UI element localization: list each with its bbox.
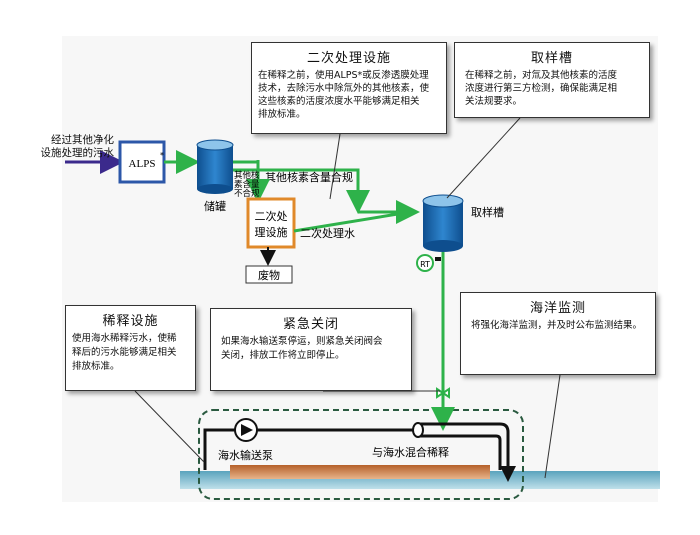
side-label-1: 其他核 (234, 170, 260, 181)
rt-monitor (416, 254, 434, 272)
callout-title: 海洋监测 (529, 301, 586, 316)
callout-line: 关闭，排放工作将立即停止。 (221, 350, 345, 361)
side-label-3: 不合规 (234, 188, 260, 199)
callout-title: 紧急关闭 (282, 317, 339, 332)
waste-label: 废物 (258, 268, 280, 282)
storage-tank-label: 储罐 (204, 199, 226, 213)
callout-line: 关法规要求。 (465, 96, 523, 107)
callout-line: 这些核素的活度浓度水平能够满足相关 (258, 96, 420, 107)
rt-label: RT (420, 260, 430, 269)
callout-line: 如果海水输送泵停运，则紧急关闭阀会 (221, 336, 383, 347)
seawater-intake-pipe (203, 428, 418, 470)
alps-box (118, 140, 166, 184)
callout-line: 排放标准。 (258, 109, 306, 120)
flow-compliant (233, 168, 370, 214)
callout-emergency-shutdown: 紧急关闭 如果海水输送泵停运，则紧急关闭阀会 关闭，排放工作将立即停止。 (210, 308, 412, 391)
callout-line: 在稀释之前，对氚及其他核素的活度 (465, 70, 618, 81)
input-label-line-1: 经过其他净化 (51, 134, 114, 146)
callout-line: 使用海水稀释污水，使稀 (72, 333, 177, 344)
callout-dilution-facility: 稀释设施 使用海水稀释污水，使稀 释后的污水能够满足相关 排放标准。 (65, 305, 196, 391)
input-label-line-2: 设施处理的污水 (40, 147, 115, 159)
seabed (230, 465, 490, 479)
connector-sampling (446, 117, 521, 199)
secondary-unit-label-2: 理设施 (255, 226, 288, 239)
pump-label: 海水输送泵 (218, 448, 273, 462)
callout-line: 技术，去除污水中除氚外的其他核素，使 (258, 83, 430, 94)
callout-line: 释后的污水能够满足相关 (72, 347, 177, 358)
callout-title: 取样槽 (530, 51, 573, 66)
callout-sampling-tank: 取样槽 在稀释之前，对氚及其他核素的活度 浓度进行第三方检测，确保能满足相 关法… (454, 42, 650, 118)
sampling-tank-icon (422, 194, 464, 252)
callout-line: 浓度进行第三方检测，确保能满足相 (465, 83, 618, 94)
connector-monitoring (544, 374, 561, 479)
mix-label: 与海水混合稀释 (372, 445, 449, 459)
callout-title: 稀释设施 (102, 314, 159, 329)
side-label-2: 素含量 (234, 179, 260, 190)
alps-label: ALPS (129, 158, 156, 170)
mixing-pipe (418, 422, 510, 470)
callout-line: 排放标准。 (72, 361, 120, 372)
waste-box (245, 265, 293, 284)
alps-asterisk: * (160, 151, 164, 160)
callout-ocean-monitoring: 海洋监测 将强化海洋监测，并及时公布监测结果。 (460, 292, 656, 375)
connector-dilution (134, 390, 205, 463)
storage-tank-icon (196, 139, 234, 194)
connector-secondary (329, 133, 341, 200)
callout-title: 二次处理设施 (306, 51, 391, 66)
callout-secondary-treatment: 二次处理设施 在稀释之前，使用ALPS*或反渗透膜处理 技术，去除污水中除氚外的… (251, 42, 447, 134)
secondary-unit-label-1: 二次处 (255, 209, 288, 223)
callout-line: 将强化海洋监测，并及时公布监测结果。 (471, 320, 643, 331)
input-label: 经过其他净化 设施处理的污水 (38, 134, 115, 160)
callout-line: 在稀释之前，使用ALPS*或反渗透膜处理 (258, 70, 429, 81)
sampling-tank-label: 取样槽 (471, 205, 504, 219)
compliant-label: 其他核素含量合规 (265, 170, 353, 184)
secondary-treatment-unit (246, 197, 296, 249)
secondary-water-label: 二次处理水 (300, 226, 355, 240)
